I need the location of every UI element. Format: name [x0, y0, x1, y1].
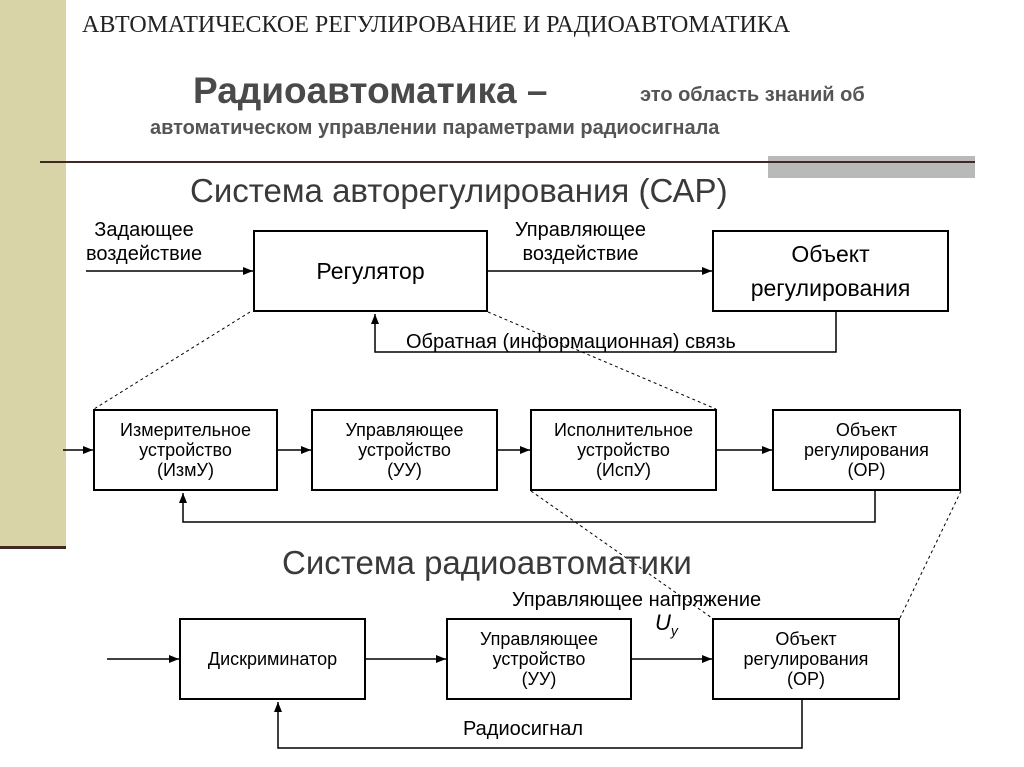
definition-term: Радиоавтоматика – [193, 70, 548, 111]
definition-text: это область знаний об [640, 84, 865, 106]
object-box: Объект регулирования [712, 230, 949, 312]
zoom-line-left [93, 311, 251, 410]
control-device-box: Управляющее устройство (УУ) [311, 409, 498, 491]
actuator-box: Исполнительное устройство (ИспУ) [530, 409, 717, 491]
divider-line [40, 161, 975, 163]
zoom-line-right-2 [899, 490, 962, 619]
voltage-symbol: Uу [655, 610, 678, 638]
sidebar-divider [0, 546, 66, 549]
radio-feedback-line [274, 700, 803, 749]
radio-control-device-box: Управляющее устройство (УУ) [446, 618, 632, 700]
radio-feedback-label: Радиосигнал [463, 718, 584, 740]
control-label: Управляющее воздействие [515, 219, 647, 265]
discriminator-box: Дискриминатор [179, 618, 366, 700]
sidebar-decoration [0, 0, 66, 548]
zoom-line-left-2 [530, 490, 713, 619]
sar-title: Система авторегулирования (САР) [190, 172, 728, 209]
voltage-label: Управляющее напряжение [512, 589, 762, 611]
radio-object-box: Объект регулирования (ОР) [712, 618, 900, 700]
feedback-label: Обратная (информационная) связь [406, 331, 736, 353]
radio-title: Система радиоавтоматики [282, 544, 692, 581]
voltage-symbol-letter: U [655, 610, 671, 635]
voltage-symbol-subscript: у [670, 622, 678, 639]
input-label: Задающее воздействие [86, 219, 203, 265]
header-title: АВТОМАТИЧЕСКОЕ РЕГУЛИРОВАНИЕ И РАДИОАВТО… [82, 12, 791, 38]
regulator-box: Регулятор [253, 230, 488, 312]
measuring-device-box: Измерительное устройство (ИзмУ) [93, 409, 278, 491]
controlled-object-box: Объект регулирования (ОР) [772, 409, 961, 491]
zoom-line-right [487, 311, 717, 410]
definition-text-line2: автоматическом управлении параметрами ра… [150, 117, 720, 139]
feedback-line [371, 312, 837, 353]
detail-feedback-line [179, 491, 876, 523]
